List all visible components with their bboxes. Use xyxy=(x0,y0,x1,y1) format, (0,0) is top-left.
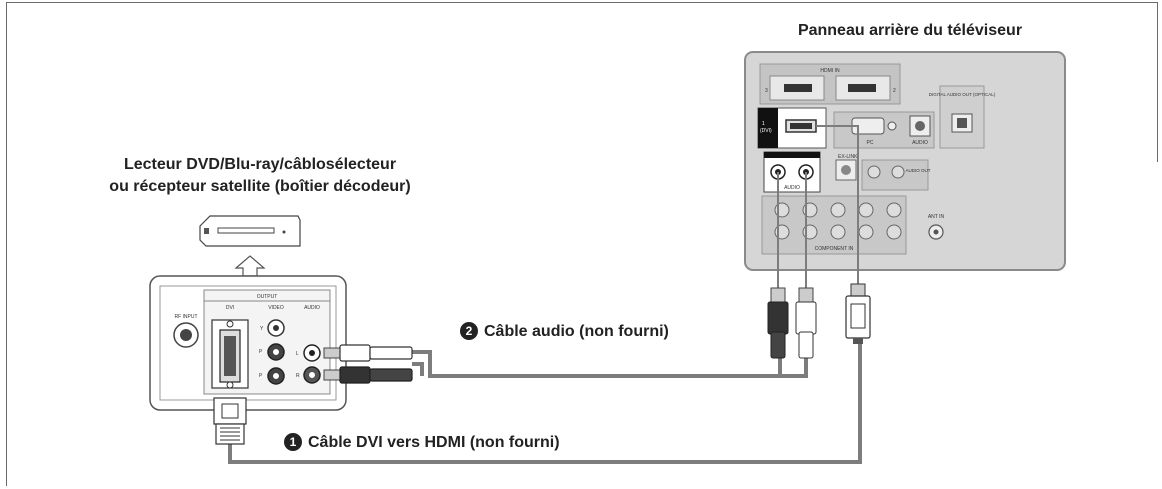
source-device: RF INPUT OUTPUT DVI VIDEO AUDIO Y P P L … xyxy=(149,215,347,411)
dvi-hdmi-cable xyxy=(228,125,862,464)
audio-cable-number-badge: 2 xyxy=(460,322,478,340)
component-jack-8 xyxy=(830,224,846,240)
rca-plug-white-tip xyxy=(323,347,341,359)
rca-plug-white-boot xyxy=(369,346,413,360)
audio-l-label: L xyxy=(296,351,299,357)
rca-plug-red-tip xyxy=(323,369,341,381)
pr-label: P xyxy=(259,373,263,379)
output-label: OUTPUT xyxy=(257,294,278,300)
device-title-line1: Lecteur DVD/Blu-ray/câblosélecteur xyxy=(123,156,397,173)
ex-link-label: EX-LINK xyxy=(838,154,858,160)
component-jack-3 xyxy=(830,202,846,218)
audio-cable-branch xyxy=(412,362,424,376)
component-label: COMPONENT IN xyxy=(815,246,854,252)
component-jack-5 xyxy=(886,202,902,218)
rca-plugs-tv xyxy=(767,287,817,359)
frame-right-border xyxy=(1157,2,1158,162)
hdmi-dvi-port-slot xyxy=(790,123,812,129)
rca-plug-white xyxy=(339,344,371,362)
hdmi-plug xyxy=(845,283,871,344)
audio-cable-branch-tv xyxy=(780,358,808,378)
rca-plug-tv-right xyxy=(795,301,817,335)
up-arrow-icon xyxy=(234,255,266,277)
dvi-plug-grip xyxy=(215,423,245,445)
tv-panel-title: Panneau arrière du téléviseur xyxy=(797,22,1023,39)
video-label: VIDEO xyxy=(268,305,284,311)
component-jack-9 xyxy=(858,224,874,240)
y-label: Y xyxy=(260,326,264,332)
audio-l-center xyxy=(309,350,315,356)
dvi-plug xyxy=(213,397,247,445)
audio-in-label: AUDIO xyxy=(784,185,800,191)
dvi-screw-bottom xyxy=(226,381,234,389)
dvi-cable-label: 1 Câble DVI vers HDMI (non fourni) xyxy=(284,433,560,452)
audio-cable-text: Câble audio (non fourni) xyxy=(484,323,669,340)
hdmi-plug-strain-relief xyxy=(853,338,863,344)
component-jack-4 xyxy=(858,202,874,218)
audio-label: AUDIO xyxy=(304,305,320,311)
hdmi-port-2-housing xyxy=(835,75,891,101)
dvi-cable-path xyxy=(228,340,862,464)
tv-back-panel: HDMI IN 3 2 1 (DVI) DIGITAL AUDIO OUT (O… xyxy=(744,51,1066,271)
audio-cable xyxy=(412,172,808,378)
rca-plug-red xyxy=(339,366,371,384)
optical-port-inner xyxy=(957,118,967,128)
dvi-cable-number-badge: 1 xyxy=(284,433,302,451)
pb-label: P xyxy=(259,349,263,355)
hdmi-plug-tip xyxy=(850,283,866,297)
rca-plug-tv-left-boot xyxy=(770,331,786,359)
ex-link-jack xyxy=(841,165,851,175)
frame-top-border xyxy=(6,2,1158,3)
pc-audio-label: AUDIO xyxy=(912,140,928,146)
dvi-pins xyxy=(224,336,236,376)
audio-out-label: AUDIO OUT xyxy=(905,168,930,173)
video-y-center xyxy=(273,325,279,331)
audio-out-left xyxy=(867,165,881,179)
hdmi-cable-up xyxy=(816,125,859,290)
pc-label: PC xyxy=(867,140,874,146)
digital-audio-label: DIGITAL AUDIO OUT (OPTICAL) xyxy=(929,92,996,97)
device-rear-inner xyxy=(159,285,337,401)
hdmi-dvi-tab xyxy=(758,108,778,148)
pc-screw xyxy=(887,121,897,131)
frame-left-border xyxy=(6,2,7,486)
video-pr-center xyxy=(273,373,279,379)
hdmi-port-2 xyxy=(848,84,876,92)
hdmi-in-label: HDMI IN xyxy=(820,68,840,74)
hdmi-port-3-num: 3 xyxy=(765,88,768,94)
audio-out-right xyxy=(891,165,905,179)
component-jack-10 xyxy=(886,224,902,240)
audio-cable-path xyxy=(412,350,782,378)
ant-in-center xyxy=(933,229,939,235)
hdmi-plug-inner xyxy=(850,303,866,329)
audio-cable-label: 2 Câble audio (non fourni) xyxy=(460,322,669,341)
dvi-screw-top xyxy=(226,320,234,328)
device-power-indicator xyxy=(204,228,209,234)
audio-r-label: R xyxy=(296,373,300,379)
dvi-label: DVI xyxy=(226,305,234,311)
rca-plugs-device xyxy=(323,344,413,384)
hdmi-dvi-text: (DVI) xyxy=(760,128,772,134)
rca-plug-tv-left xyxy=(767,301,789,335)
dvi-cable-text: Câble DVI vers HDMI (non fourni) xyxy=(308,434,560,451)
rf-input-label: RF INPUT xyxy=(174,314,197,320)
rf-input-center xyxy=(180,329,192,341)
hdmi-port-2-num: 2 xyxy=(893,88,896,94)
audio-r-center xyxy=(309,372,315,378)
hdmi-port-3 xyxy=(784,84,812,92)
hdmi-dvi-num: 1 xyxy=(762,121,765,127)
device-disc-tray xyxy=(217,227,275,234)
dvi-plug-inner xyxy=(221,403,239,419)
pc-audio-jack xyxy=(915,121,925,131)
device-button xyxy=(282,230,286,234)
device-title-line2: ou récepteur satellite (boîtier décodeur… xyxy=(109,178,411,195)
video-pb-center xyxy=(273,349,279,355)
rca-plug-red-boot xyxy=(369,368,413,382)
rca-plug-tv-right-boot xyxy=(798,331,814,359)
audio-in-header xyxy=(764,152,820,158)
ant-in-label: ANT IN xyxy=(928,214,945,220)
